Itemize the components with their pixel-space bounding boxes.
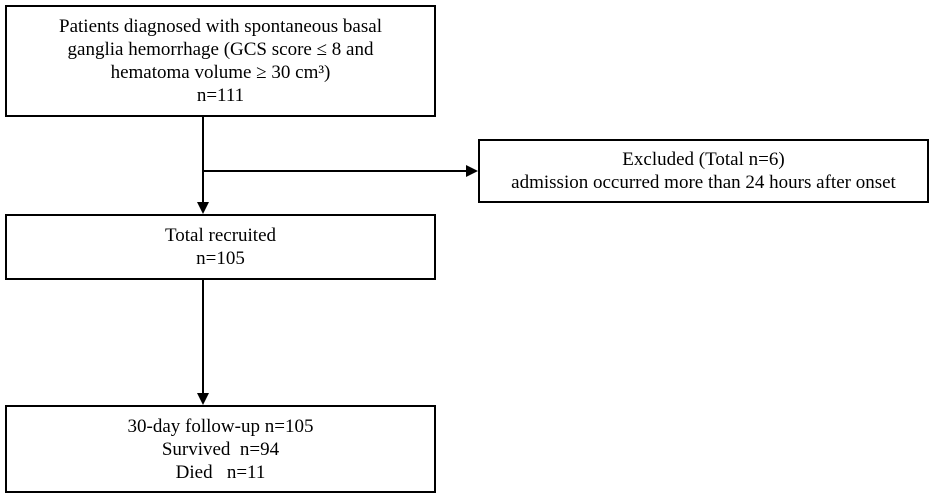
box-excluded-title: Excluded (Total n=6): [622, 149, 785, 170]
box-start-line-3: hematoma volume ≥ 30 cm³): [110, 62, 331, 83]
box-start-line-2: ganglia hemorrhage (GCS score ≤ 8 and: [67, 39, 374, 60]
box-excluded-reason: admission occurred more than 24 hours af…: [511, 172, 896, 193]
box-recruited-count: n=105: [196, 248, 245, 269]
box-followup-survived: Survived n=94: [161, 438, 280, 460]
box-start-line-1: Patients diagnosed with spontaneous basa…: [59, 16, 382, 37]
box-recruited-title: Total recruited: [164, 225, 277, 246]
box-followup-died: Died n=11: [175, 461, 266, 483]
box-patients-diagnosed: Patients diagnosed with spontaneous basa…: [5, 5, 436, 117]
box-total-recruited: Total recruited n=105: [5, 214, 436, 280]
box-followup-title: 30-day follow-up n=105: [127, 415, 314, 437]
box-excluded: Excluded (Total n=6) admission occurred …: [478, 139, 929, 203]
box-start-count: n=111: [196, 85, 245, 106]
box-followup: 30-day follow-up n=105 Survived n=94 Die…: [5, 405, 436, 493]
